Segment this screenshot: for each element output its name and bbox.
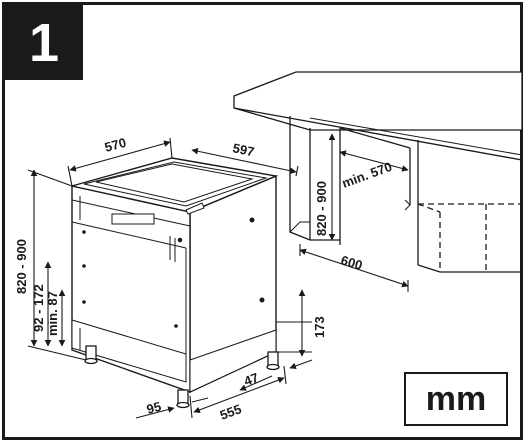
- dim-bottom-depth: 555: [218, 401, 244, 423]
- dim-niche-height: 820 - 900: [314, 181, 329, 236]
- dim-plinth-min: min. 87: [45, 291, 60, 336]
- dim-niche-min-depth: min. 570: [340, 159, 394, 191]
- dim-plinth-range: 92 - 172: [31, 284, 46, 332]
- step-number-badge: 1: [5, 5, 83, 80]
- dim-kick-offset: 47: [242, 370, 261, 389]
- dim-height-left: 820 - 900: [14, 239, 29, 294]
- dishwasher-feet: [84, 345, 280, 409]
- dim-width-top: 597: [231, 140, 255, 159]
- unit-label: mm: [425, 379, 487, 418]
- countertop: [233, 71, 523, 131]
- door-screws: [82, 230, 178, 328]
- dishwasher-body: [71, 157, 279, 394]
- dim-niche-width: 600: [339, 252, 364, 272]
- dim-foot-offset: 95: [145, 399, 163, 417]
- dim-kick-height: 173: [312, 316, 327, 338]
- step-number: 1: [28, 12, 60, 73]
- dim-depth-top: 570: [103, 135, 128, 155]
- kitchen-niche: [233, 71, 523, 273]
- dimension-lines: [27, 133, 409, 419]
- plinth: [71, 319, 187, 383]
- diagram-frame: [2, 2, 523, 440]
- unit-label-box: mm: [404, 372, 508, 426]
